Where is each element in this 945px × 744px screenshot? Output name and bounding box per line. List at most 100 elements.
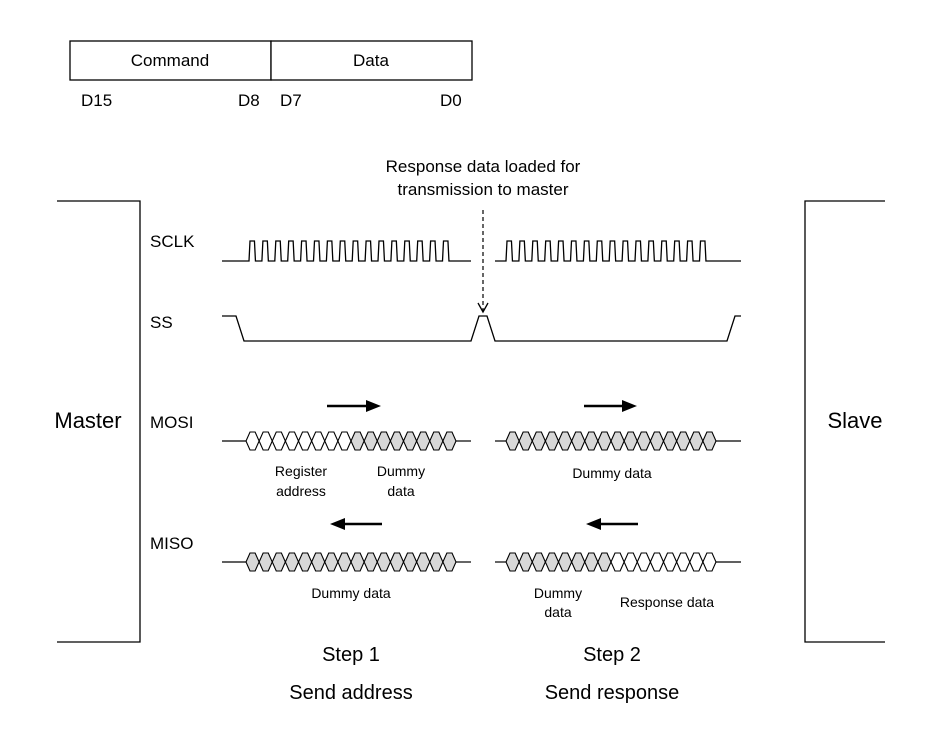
miso-step2-bit [662,552,678,572]
miso-step1-bit [402,552,418,572]
mosi-step1-bit [376,431,391,451]
mosi-bus-step2 [495,431,741,451]
miso-step1-bit [337,552,352,572]
miso-step2-bit [571,552,586,572]
miso-bus-step2 [495,552,741,572]
miso-step2-bit [597,552,612,572]
mosi-step1-bit [389,431,405,451]
miso-step2-bit [636,552,651,572]
annotation-line-1: Response data loaded for [386,157,581,176]
ss-label: SS [150,313,173,332]
miso-step2-bit [623,552,638,572]
miso-step1-bit [429,552,444,572]
miso-step1-bit [389,552,405,572]
command-label: Command [131,51,209,70]
mosi-step1-bit [245,431,260,451]
mosi-bus-step1 [222,431,471,451]
miso-arrow-step2 [586,518,638,530]
dummy-data-label-1a: Dummy [377,463,425,479]
step2-title: Step 2 [583,644,641,666]
mosi-step2-bit [702,431,717,451]
dummy-data-label-2b: data [544,604,571,620]
mosi-step2-bit [597,431,612,451]
bit-d0: D0 [440,91,462,110]
miso-step1-bit [284,552,300,572]
miso-step1-bit [442,552,457,572]
mosi-step1-bit [442,431,457,451]
miso-step1-bit [271,552,286,572]
miso-step2-bit [518,552,533,572]
mosi-step1-bit [363,431,378,451]
mosi-arrow-step2 [584,400,637,412]
miso-step1-bit [245,552,260,572]
mosi-step2-bit [584,431,599,451]
data-box [270,40,473,81]
mosi-step1-bit [271,431,286,451]
step1-subtitle: Send address [289,682,412,704]
miso-bus-step1 [222,552,471,572]
miso-step2-bit [676,552,691,572]
miso-step2-bit [531,552,546,572]
register-address-label-2: address [276,483,326,499]
miso-step2-bit [557,552,573,572]
data-label: Data [353,51,389,70]
sclk-waveform-step2 [495,240,741,262]
mosi-step2-bit [544,431,560,451]
miso-step2-bit [702,552,717,572]
mosi-step2-bit [636,431,651,451]
mosi-step2-bit [662,431,678,451]
miso-step2-bit [584,552,599,572]
miso-step1-bit [416,552,431,572]
dummy-data-label-2a: Dummy [534,585,582,601]
mosi-step1-bit [324,431,339,451]
mosi-arrow-step1 [327,400,381,412]
mosi-step2-bit [623,431,638,451]
mosi-step2-bit [676,431,691,451]
sclk-waveform-step1 [222,240,471,262]
mosi-step1-bit [311,431,326,451]
annotation-arrow-head [477,302,489,314]
miso-arrow-step1 [330,518,382,530]
bit-d15: D15 [81,91,112,110]
mosi-step1-bit [416,431,431,451]
step1-title: Step 1 [322,644,380,666]
annotation-line-2: transmission to master [398,180,569,199]
mosi-step2-bit [610,431,625,451]
mosi-step2-bit [518,431,533,451]
dummy-data-label-1b: data [387,483,414,499]
mosi-step1-bit [258,431,273,451]
mosi-step1-bit [297,431,313,451]
miso-step2-bit [610,552,625,572]
miso-step1-label: Dummy data [311,585,391,601]
sclk-label: SCLK [150,232,195,251]
register-address-label-1: Register [275,463,327,479]
miso-step2-bit [544,552,560,572]
mosi-step2-bit [689,431,704,451]
mosi-step2-bit [571,431,586,451]
bit-d8: D8 [238,91,260,110]
mosi-step2-label: Dummy data [572,465,652,481]
mosi-label: MOSI [150,413,193,432]
miso-step1-bit [258,552,273,572]
miso-step2-bit [689,552,704,572]
mosi-step2-bit [505,431,520,451]
mosi-step1-bit [337,431,352,451]
miso-step1-bit [324,552,339,572]
frame-format: Command Data D15 D8 D7 D0 [69,40,473,110]
miso-step2-bit [649,552,665,572]
mosi-step2-bit [649,431,665,451]
master-bracket [57,200,141,643]
miso-step1-bit [311,552,326,572]
miso-step1-bit [363,552,378,572]
miso-step1-bit [350,552,365,572]
ss-waveform [222,315,741,342]
slave-bracket [804,200,885,643]
step2-subtitle: Send response [545,682,680,704]
mosi-step1-bit [350,431,365,451]
command-box [69,40,272,81]
miso-step1-bit [297,552,313,572]
bit-d7: D7 [280,91,302,110]
miso-label: MISO [150,534,193,553]
mosi-step1-bit [429,431,444,451]
